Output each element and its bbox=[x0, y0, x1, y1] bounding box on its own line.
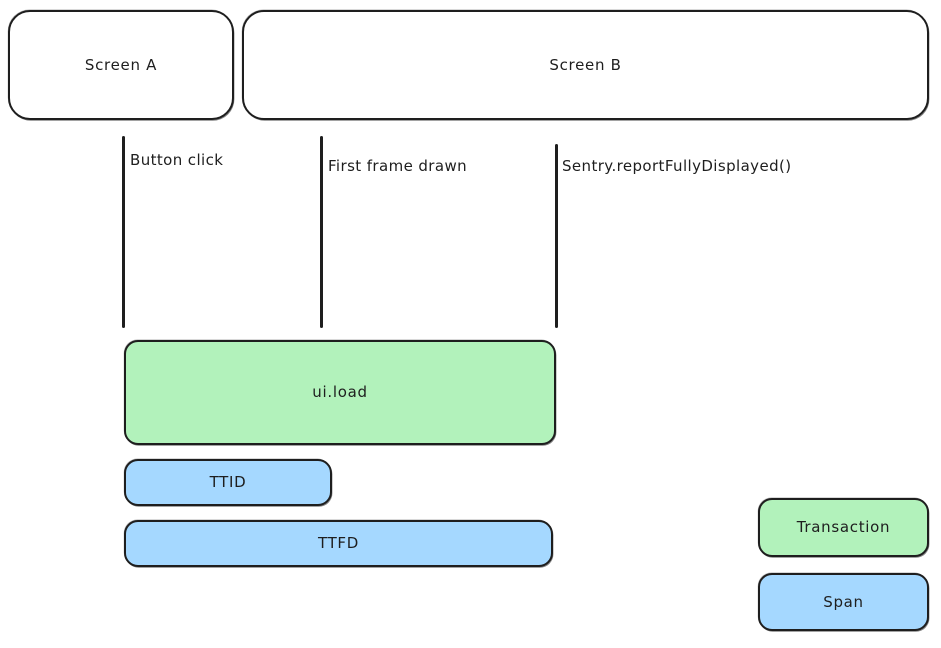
screen-b-label: Screen B bbox=[549, 55, 622, 74]
screen-a-box[interactable]: Screen A bbox=[8, 10, 234, 120]
transaction-bar-ui-load[interactable]: ui.load bbox=[124, 340, 556, 445]
span-bar-ttid[interactable]: TTID bbox=[124, 459, 332, 506]
marker-label-report-fully-displayed: Sentry.reportFullyDisplayed() bbox=[562, 157, 792, 175]
marker-label-first-frame-drawn: First frame drawn bbox=[328, 157, 468, 175]
legend-item-span[interactable]: Span bbox=[758, 573, 929, 631]
legend-item-span-label: Span bbox=[823, 592, 864, 611]
span-bar-ttfd-label: TTFD bbox=[317, 534, 360, 553]
marker-line-first-frame-drawn bbox=[320, 136, 323, 328]
legend-item-transaction-label: Transaction bbox=[796, 518, 891, 537]
span-bar-ttfd[interactable]: TTFD bbox=[124, 520, 553, 567]
span-bar-ttid-label: TTID bbox=[209, 473, 247, 492]
legend-item-transaction[interactable]: Transaction bbox=[758, 498, 929, 557]
marker-line-button-click bbox=[122, 136, 125, 328]
marker-label-button-click: Button click bbox=[130, 151, 224, 169]
transaction-bar-ui-load-label: ui.load bbox=[312, 383, 368, 402]
screen-b-box[interactable]: Screen B bbox=[242, 10, 929, 120]
screen-a-label: Screen A bbox=[84, 55, 158, 74]
marker-line-report-fully-displayed bbox=[555, 144, 558, 328]
